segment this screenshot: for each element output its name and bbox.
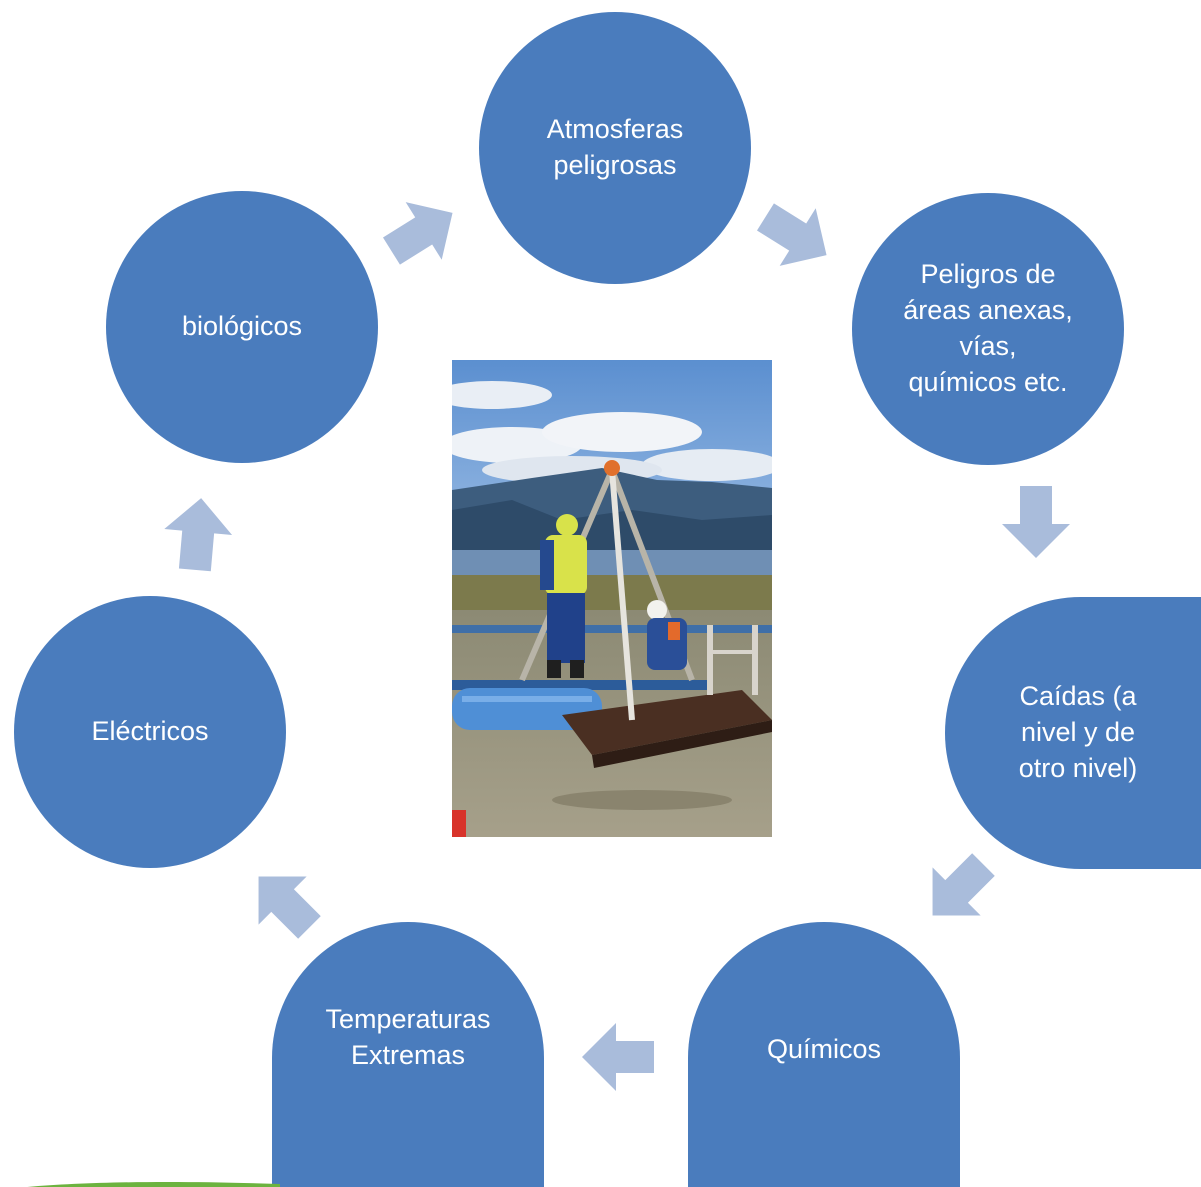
node-electricos: Eléctricos	[14, 596, 286, 868]
arrow-icon	[582, 1023, 654, 1091]
node-label: Atmosferas peligrosas	[546, 114, 684, 180]
node-quimicos: Químicos	[688, 922, 960, 1187]
node-label: Temperaturas Extremas	[325, 1003, 491, 1070]
node-label: Caídas (a nivel y de otro nivel)	[1018, 681, 1138, 783]
arrow-icon	[932, 853, 995, 916]
bottom-accent-stripe	[0, 1177, 1201, 1187]
node-peligros-areas-anexas: Peligros de áreas anexas, vías, químicos…	[852, 193, 1124, 465]
arrow-icon	[164, 498, 233, 572]
node-biologicos: biológicos	[106, 191, 378, 463]
worksite-photo-image	[452, 360, 772, 837]
node-label: biológicos	[181, 311, 303, 342]
node-atmosferas-peligrosas: Atmosferas peligrosas	[479, 12, 751, 284]
node-label: Químicos	[766, 1033, 882, 1064]
arrow-icon	[756, 203, 827, 266]
node-label: Eléctricos	[91, 716, 209, 747]
node-label: Peligros de áreas anexas, vías, químicos…	[903, 259, 1073, 397]
center-photo	[452, 360, 772, 837]
arrow-icon	[382, 202, 453, 265]
node-caidas: Caídas (a nivel y de otro nivel)	[945, 597, 1201, 869]
arrow-icon	[258, 876, 321, 939]
node-temperaturas-extremas: Temperaturas Extremas	[272, 922, 544, 1187]
arrow-icon	[1002, 486, 1070, 558]
